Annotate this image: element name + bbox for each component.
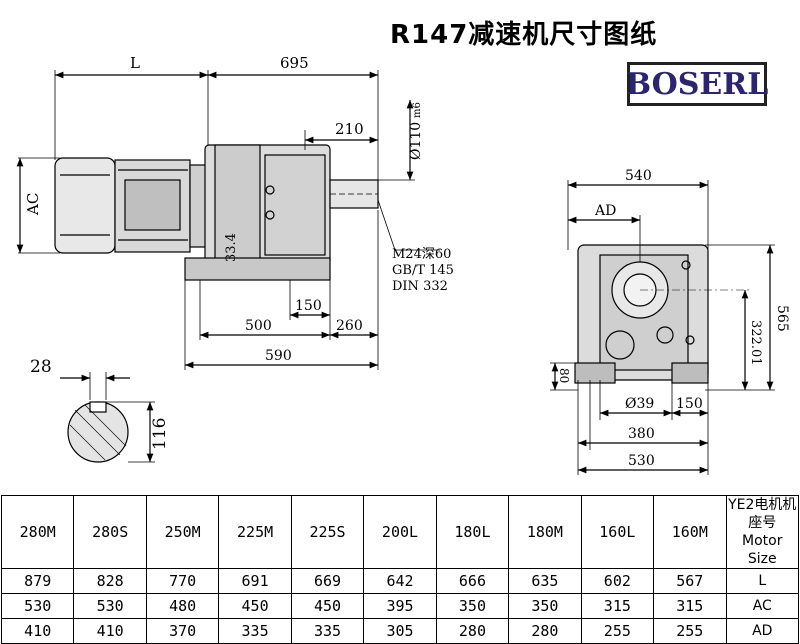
table-cell: 350	[435, 593, 510, 619]
table-cell: 770	[145, 568, 220, 594]
dim-500: 500	[245, 318, 272, 334]
table-cell: 335	[218, 618, 292, 644]
dim-33-4: 33.4	[224, 233, 239, 262]
header-cn: YE2电机机座号	[728, 497, 797, 531]
table-cell: 602	[580, 568, 655, 594]
table-cell: 567	[653, 568, 727, 594]
dim-590: 590	[265, 348, 292, 364]
table-cell: 828	[73, 568, 147, 594]
dim-695: 695	[280, 54, 309, 72]
table-cell: 879	[0, 568, 75, 594]
dim-80: 80	[557, 368, 571, 383]
din-note: DIN 332	[392, 279, 448, 294]
table-row-label: L	[725, 568, 800, 594]
thread-note: M24深60	[392, 247, 451, 262]
table-row-label: AD	[725, 618, 800, 644]
table-column-header: 280M	[0, 495, 75, 569]
dim-L: L	[130, 54, 140, 72]
table-cell: 305	[363, 618, 437, 644]
table-cell: 635	[508, 568, 582, 594]
table-cell: 315	[580, 593, 655, 619]
table-cell: 691	[218, 568, 292, 594]
table-row-label: AC	[725, 593, 800, 619]
technical-drawing: L 695 210 Ø110 m6 AC 33.4 M24深60 GB/T 14…	[16, 54, 790, 475]
brand-text: BOSERL	[625, 66, 769, 102]
table-column-header: 200L	[363, 495, 437, 569]
table-cell: 410	[0, 618, 75, 644]
table-cell: 395	[363, 593, 437, 619]
table-column-header: 180L	[435, 495, 510, 569]
table-cell: 255	[653, 618, 727, 644]
dim-210: 210	[335, 120, 364, 138]
dim-322: 322.01	[748, 320, 763, 366]
table-column-header: 250M	[145, 495, 220, 569]
dim-150-left: 150	[295, 298, 322, 314]
table-cell: 370	[145, 618, 220, 644]
dim-530: 530	[628, 453, 655, 469]
table-cell: 669	[290, 568, 365, 594]
table-column-header: 160M	[653, 495, 727, 569]
table-cell: 530	[73, 593, 147, 619]
brand-logo: BOSERL	[625, 62, 769, 106]
dim-540: 540	[625, 168, 652, 184]
table-cell: 666	[435, 568, 510, 594]
gearbox-body	[184, 144, 379, 281]
table-cell: 530	[0, 593, 75, 619]
table-cell: 450	[290, 593, 365, 619]
table-cell: 350	[508, 593, 582, 619]
table-cell: 280	[435, 618, 510, 644]
table-column-header: 160L	[580, 495, 655, 569]
dim-110-tol: m6	[412, 102, 423, 118]
table-cell: 480	[145, 593, 220, 619]
dim-39: Ø39	[625, 396, 654, 412]
table-column-header: 280S	[73, 495, 147, 569]
dim-260: 260	[336, 318, 363, 334]
dim-28: 28	[30, 357, 52, 377]
side-view-body	[574, 244, 709, 384]
motor-body	[54, 157, 209, 254]
dim-110: Ø110	[408, 122, 424, 160]
dim-150-right: 150	[676, 396, 703, 412]
dim-565: 565	[774, 305, 790, 332]
table-cell: 280	[508, 618, 582, 644]
shaft-section	[67, 401, 129, 463]
table-cell: 642	[363, 568, 437, 594]
dim-116: 116	[150, 418, 170, 450]
table-cell: 315	[653, 593, 727, 619]
table-column-header: 225M	[218, 495, 292, 569]
table-cell: 335	[290, 618, 365, 644]
dim-AD: AD	[594, 203, 616, 219]
table-cell: 450	[218, 593, 292, 619]
table-column-header: 180M	[508, 495, 582, 569]
drawing-title: R147减速机尺寸图纸	[390, 20, 658, 50]
table-cell: 255	[580, 618, 655, 644]
dim-380: 380	[628, 426, 655, 442]
dim-AC: AC	[24, 193, 42, 216]
table-column-header: 225S	[290, 495, 365, 569]
header-en: Motor Size	[742, 533, 783, 567]
table-cell: 410	[73, 618, 147, 644]
gb-note: GB/T 145	[392, 263, 454, 278]
